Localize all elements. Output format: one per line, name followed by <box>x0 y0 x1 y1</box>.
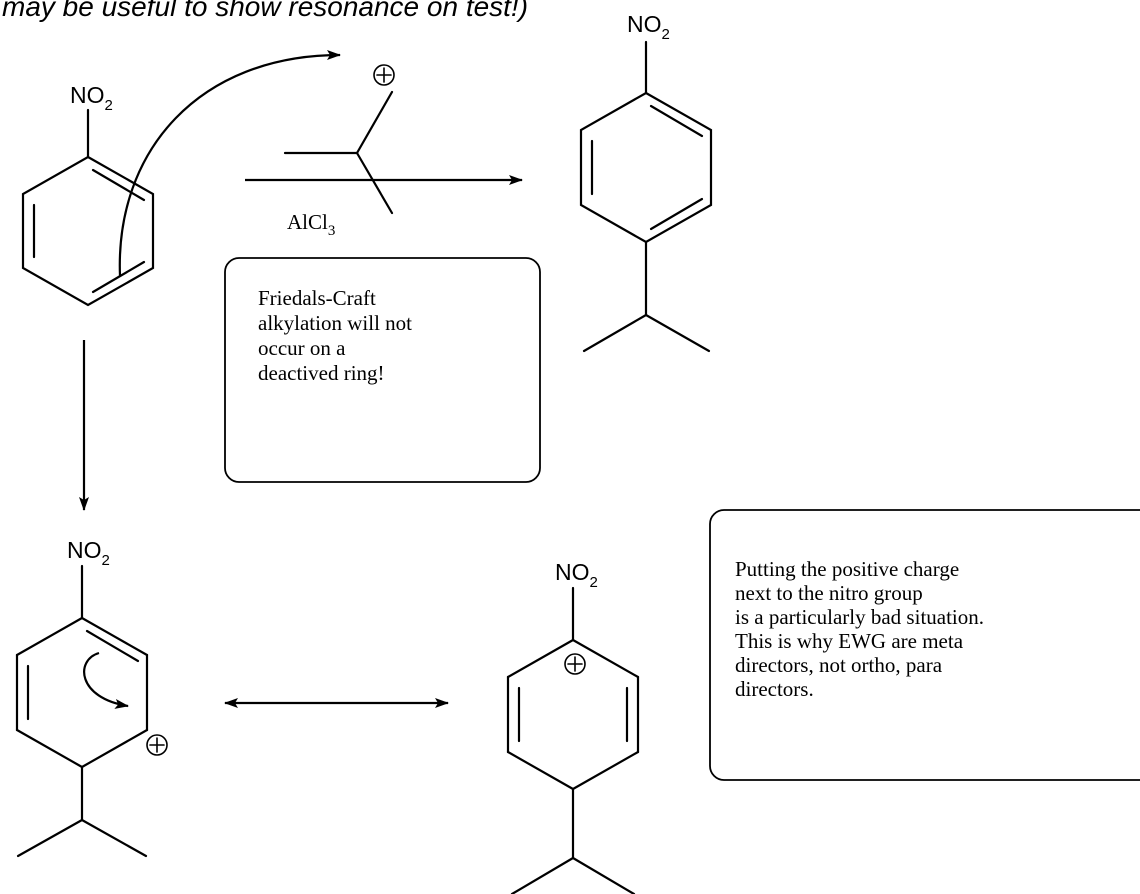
nitro-group-label: NO2 <box>67 537 110 569</box>
curved-arrow-icon <box>83 651 129 709</box>
curved-arrow-icon <box>118 50 341 277</box>
reagent-label: AlCl3 <box>287 210 335 239</box>
nitro-group-label: NO2 <box>555 559 598 591</box>
header-text: may be useful to show resonance on test!… <box>2 0 528 22</box>
ewg-note: Putting the positive charge next to the … <box>709 509 1140 781</box>
note-line: Putting the positive charge <box>735 557 959 581</box>
note-line: This is why EWG are meta <box>735 629 964 653</box>
note-line: occur on a <box>258 336 346 360</box>
note-line: is a particularly bad situation. <box>735 605 984 629</box>
isopropyl-carbocation <box>283 64 395 215</box>
note-line: directors, not ortho, para <box>735 653 943 677</box>
positive-charge-icon <box>564 653 586 675</box>
para-product-molecule: NO2 <box>579 11 713 353</box>
note-line: Friedals-Craft <box>258 286 376 310</box>
friedel-crafts-note: Friedals-Craft alkylation will not occur… <box>224 257 541 483</box>
note-line: deactived ring! <box>258 361 385 385</box>
nitro-group-label: NO2 <box>627 11 670 43</box>
resonance-form-molecule: NO2 <box>506 559 640 894</box>
positive-charge-icon <box>373 64 395 86</box>
nitrobenzene-molecule: NO2 <box>21 82 155 307</box>
nitro-group-label: NO2 <box>70 82 113 114</box>
note-line: directors. <box>735 677 814 701</box>
positive-charge-icon <box>146 734 168 756</box>
note-line: alkylation will not <box>258 311 412 335</box>
note-line: next to the nitro group <box>735 581 923 605</box>
sigma-complex-molecule: NO2 <box>15 537 168 858</box>
